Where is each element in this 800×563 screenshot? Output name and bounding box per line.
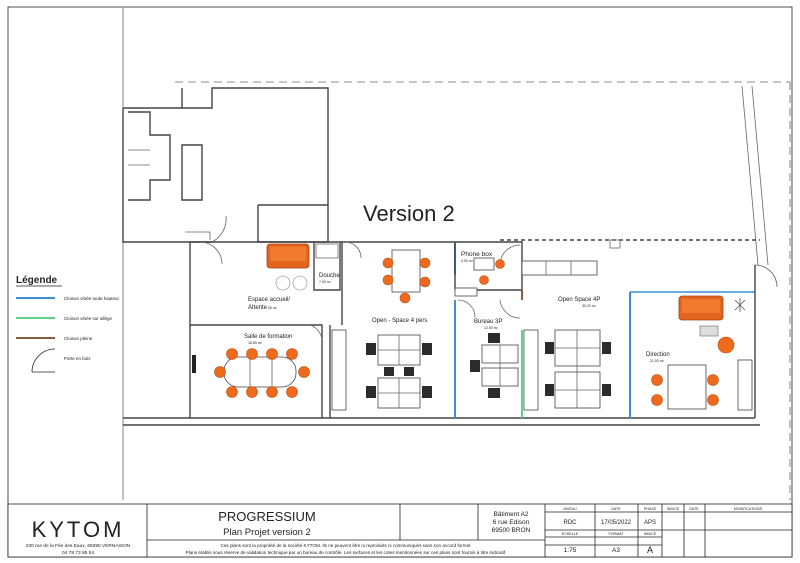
room-open-space-4p: Open Space 4P — [558, 297, 600, 303]
title-block: KYTOM 230 rue de la Fée des Eaux, 69390 … — [7, 503, 793, 558]
legend-title: Légende — [16, 275, 58, 286]
building-city: 69500 BRON — [492, 527, 531, 534]
value-format: A3 — [612, 547, 620, 554]
company-logo: KYTOM — [32, 517, 125, 542]
room-accueil-line2: Attente — [248, 305, 268, 311]
value-indice: A — [647, 545, 653, 555]
version-title: Version 2 — [363, 201, 455, 226]
header-format: FORMAT — [609, 532, 625, 536]
room-direction: Direction — [646, 352, 670, 358]
header-date2: DATE — [689, 507, 699, 511]
header-indice: INDICE — [667, 507, 680, 511]
value-niveau: RDC — [564, 520, 578, 526]
room-phone-box: Phone box — [461, 251, 493, 258]
ownership-notice: Ces plans sont la propriété de la sociét… — [221, 543, 472, 548]
value-date: 17/05/2022 — [601, 520, 632, 526]
building-name: Bâtiment A2 — [493, 511, 528, 518]
room-bureau-3p-area: 12.50 m² — [484, 326, 499, 330]
room-phone-box-area: 4.90 m² — [461, 259, 474, 263]
furniture-open-space-top — [382, 249, 431, 304]
company-phone: 04 78 73 85 54 — [62, 550, 94, 556]
value-phase: APS — [644, 520, 656, 526]
company-address: 230 rue de la Fée des Eaux, 69390 VERNAI… — [26, 543, 131, 549]
legend-door-icon — [31, 348, 56, 373]
building-walls — [122, 8, 791, 500]
furniture-open-space-4p — [523, 329, 611, 411]
header-indice2: INDICE — [644, 532, 657, 536]
coffee-table — [275, 275, 291, 291]
room-direction-area: 21.00 m² — [650, 359, 665, 363]
furniture-formation — [214, 348, 310, 398]
header-echelle: ECHELLE — [562, 532, 579, 536]
room-bureau-3p: Bureau 3P — [474, 319, 502, 325]
furniture-phone-box — [473, 257, 505, 285]
room-formation: Salle de formation — [244, 334, 292, 340]
room-formation-area: 18.50 m² — [248, 341, 263, 345]
room-accueil-area: 50 m² — [268, 306, 278, 310]
header-phase: PHASE — [644, 507, 657, 511]
project-subtitle: Plan Projet version 2 — [223, 527, 311, 538]
legend-label-glass-low: Cloison vitrée sur allège — [64, 316, 113, 321]
room-open-space-4pers: Open - Space 4 pers — [372, 318, 427, 324]
room-accueil: Espace accueil/ — [248, 297, 290, 303]
validation-notice: Plans établis sous réserve de validation… — [186, 550, 507, 555]
legend-label-glass-full: Cloison vitrée toute hauteur — [64, 296, 120, 301]
furniture-direction — [651, 295, 753, 411]
building-street: 6 rue Edison — [493, 519, 530, 526]
header-niveau: NIVEAU — [563, 507, 577, 511]
furniture-open-space-4pers — [331, 329, 432, 411]
room-douche: Douche — [319, 273, 340, 279]
value-echelle: 1:75 — [564, 547, 577, 554]
furniture-bureau-3p — [470, 333, 519, 398]
furniture-accueil — [266, 243, 310, 291]
room-douche-area: 7.00 m² — [319, 280, 332, 284]
room-labels: Phone box 4.90 m² Douche 7.00 m² Espace … — [244, 251, 670, 363]
room-open-space-4p-area: 30.20 m² — [582, 304, 597, 308]
legend: Légende Cloison vitrée toute hauteur Clo… — [16, 275, 120, 373]
header-modifications: MODIFICATIONS — [734, 507, 763, 511]
header-date: DATE — [611, 507, 621, 511]
project-name: PROGRESSIUM — [218, 509, 316, 524]
legend-label-solid: Cloison pleine — [64, 336, 93, 341]
legend-label-door: Porte en bois — [64, 356, 91, 361]
